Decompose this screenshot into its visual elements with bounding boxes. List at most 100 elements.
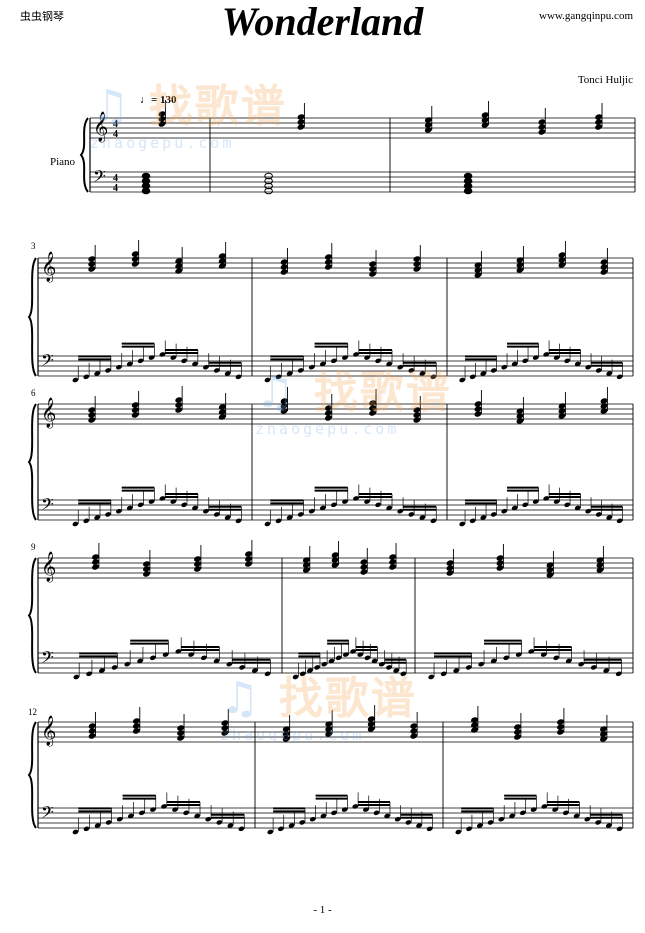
- note-head: [319, 505, 326, 511]
- note-head: [413, 266, 421, 272]
- note-head: [132, 728, 140, 734]
- note-head: [490, 368, 497, 373]
- note-head: [177, 730, 185, 736]
- note-head: [360, 569, 368, 575]
- note-head: [478, 661, 485, 667]
- note-head: [286, 371, 293, 376]
- note-head: [335, 655, 342, 661]
- note-head: [515, 652, 522, 657]
- note-head: [158, 116, 166, 122]
- note-head: [585, 508, 592, 514]
- note-head: [297, 124, 305, 130]
- note-head: [297, 114, 305, 120]
- note-head: [501, 364, 508, 370]
- note-head: [161, 804, 167, 809]
- note-head: [600, 259, 608, 265]
- note-head: [264, 172, 273, 180]
- note-head: [516, 262, 524, 268]
- note-head: [553, 355, 560, 360]
- note-head: [245, 551, 252, 557]
- note-head: [131, 261, 139, 267]
- note-head: [111, 665, 118, 670]
- note-head: [481, 112, 489, 118]
- note-head: [218, 409, 226, 415]
- note-head: [471, 722, 478, 728]
- note-head: [175, 649, 182, 654]
- note-head: [194, 813, 201, 819]
- note-head: [558, 408, 566, 414]
- note-head: [183, 810, 190, 816]
- note-head: [369, 266, 377, 272]
- note-head: [474, 406, 482, 412]
- note-head: [455, 829, 462, 835]
- note-head: [410, 733, 418, 739]
- note-head: [363, 807, 369, 812]
- note-head: [514, 729, 521, 735]
- note-head: [330, 358, 337, 364]
- note-head: [430, 374, 437, 380]
- note-head: [543, 496, 550, 501]
- note-head: [480, 515, 487, 520]
- note-head: [267, 829, 274, 835]
- note-head: [205, 816, 212, 822]
- note-head: [131, 402, 139, 408]
- note-head: [585, 364, 592, 370]
- note-head: [514, 734, 521, 740]
- note-head: [221, 730, 229, 736]
- note-head: [369, 400, 377, 406]
- note-head: [331, 552, 339, 558]
- note-head: [595, 119, 603, 125]
- note-head: [177, 725, 185, 731]
- measure-number-3: 3: [31, 241, 36, 251]
- note-head: [325, 721, 333, 727]
- treble-clef-icon: 𝄞: [41, 397, 56, 429]
- note-head: [213, 658, 220, 664]
- note-head: [224, 371, 231, 376]
- note-head: [72, 521, 79, 527]
- note-head: [175, 397, 183, 403]
- note-head: [297, 119, 305, 125]
- song-title: Wonderland: [221, 0, 424, 44]
- note-head: [584, 816, 591, 822]
- note-head: [509, 813, 516, 819]
- note-head: [251, 668, 258, 673]
- note-head: [72, 377, 79, 383]
- note-head: [386, 665, 392, 670]
- note-head: [278, 826, 284, 832]
- note-head: [88, 412, 96, 418]
- note-head: [511, 361, 518, 367]
- note-head: [143, 571, 150, 577]
- note-head: [360, 564, 368, 570]
- note-head: [159, 352, 166, 357]
- note-head: [595, 512, 602, 517]
- note-head: [367, 726, 375, 732]
- note-head: [218, 404, 226, 410]
- note-head: [424, 127, 432, 133]
- note-head: [600, 408, 608, 414]
- note-head: [194, 556, 201, 562]
- note-head: [88, 733, 96, 739]
- note-head: [389, 564, 397, 570]
- note-head: [137, 502, 144, 508]
- note-head: [116, 508, 122, 514]
- note-head: [170, 499, 177, 504]
- note-head: [516, 413, 524, 419]
- note-head: [325, 731, 333, 737]
- note-head: [124, 661, 131, 667]
- note-head: [218, 253, 226, 259]
- note-head: [466, 826, 473, 832]
- note-head: [474, 411, 482, 417]
- note-head: [600, 398, 608, 404]
- note-head: [469, 374, 476, 380]
- note-head: [98, 668, 105, 673]
- note-head: [615, 671, 622, 677]
- note-head: [553, 655, 560, 661]
- note-head: [413, 261, 421, 267]
- note-head: [430, 518, 437, 524]
- note-head: [416, 823, 422, 828]
- note-head: [474, 401, 482, 407]
- note-head: [213, 512, 220, 517]
- note-head: [73, 674, 80, 680]
- note-head: [408, 512, 415, 517]
